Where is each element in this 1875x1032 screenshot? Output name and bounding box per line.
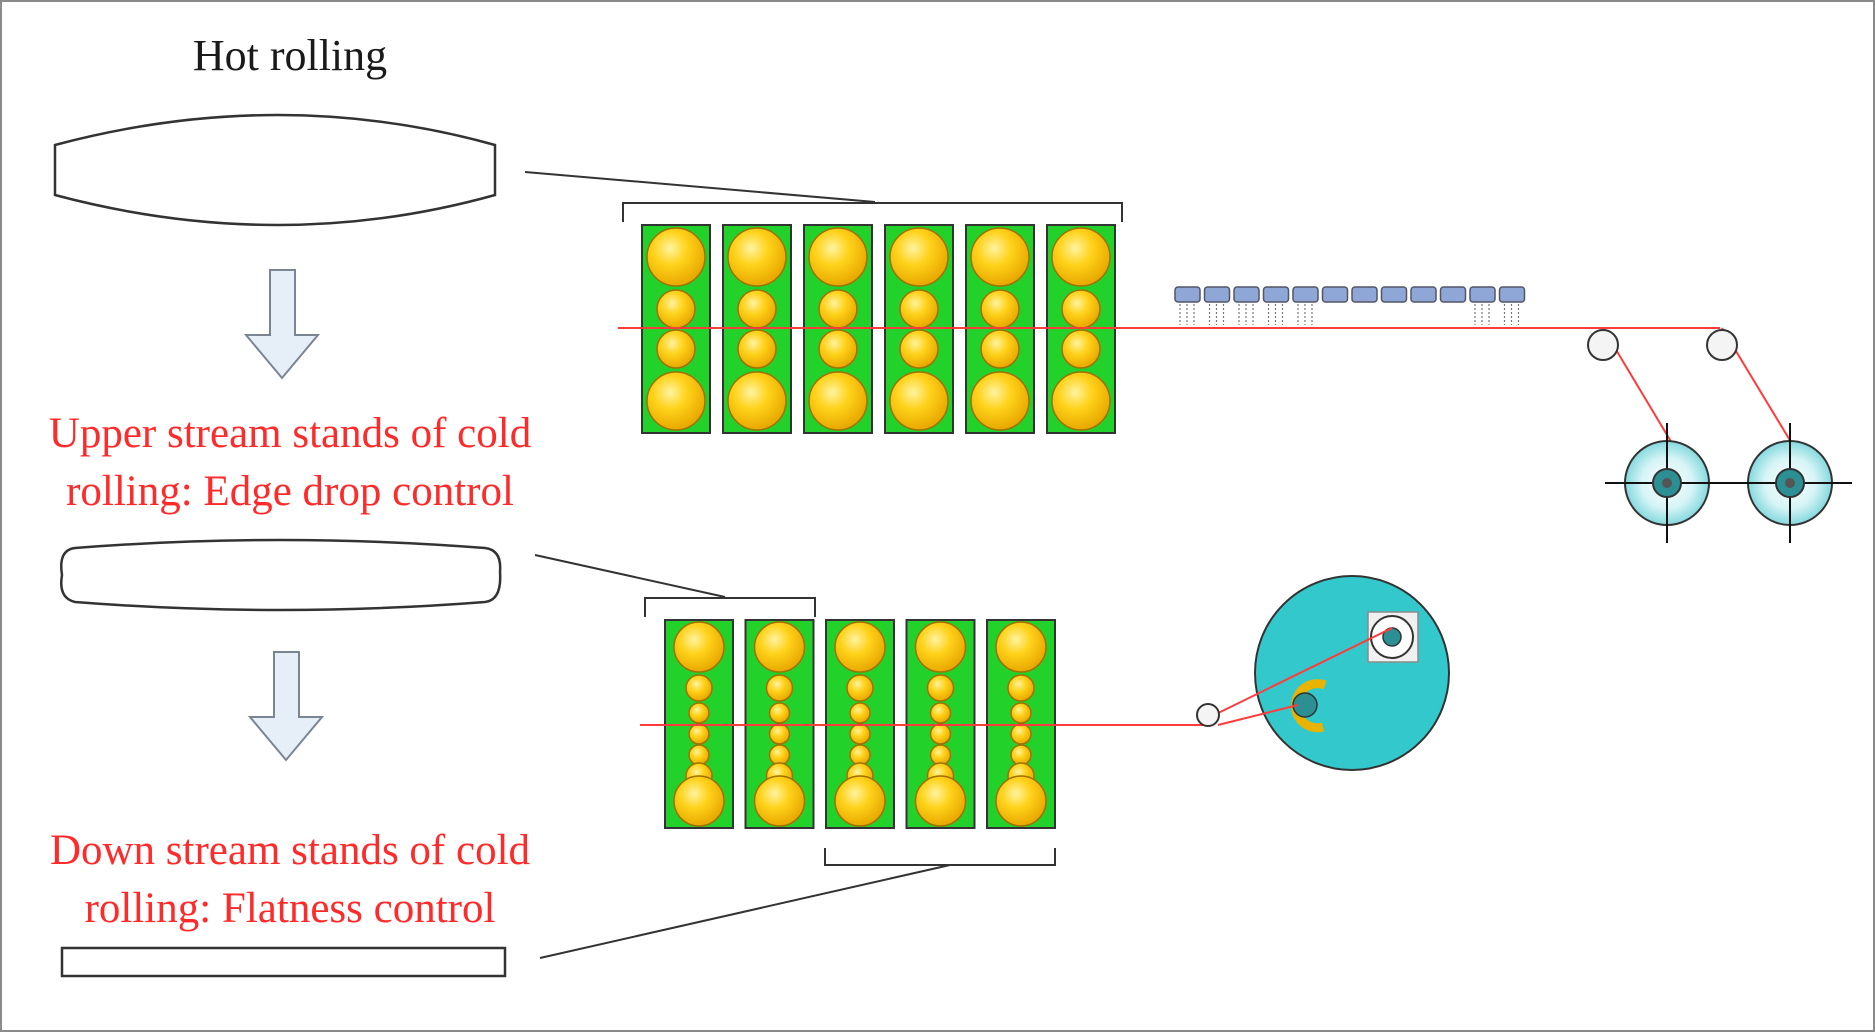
roll xyxy=(849,723,871,745)
hot-rolling-label: Hot rolling xyxy=(150,30,430,81)
coiler-icon xyxy=(1728,423,1852,543)
roll xyxy=(1061,329,1101,369)
cooling-headers xyxy=(1174,286,1526,325)
downstream-label-line2: rolling: Flatness control xyxy=(84,885,496,932)
roll xyxy=(808,371,868,431)
roll xyxy=(688,744,710,766)
roll xyxy=(765,674,794,702)
roll xyxy=(1010,723,1032,745)
down-arrow-icon xyxy=(243,269,321,380)
roll xyxy=(846,674,874,702)
roll xyxy=(1010,702,1032,724)
cooling-header xyxy=(1410,286,1437,303)
cooling-header xyxy=(1233,286,1260,303)
edge-drop-profile xyxy=(60,538,502,612)
upstream-label-line2: rolling: Edge drop control xyxy=(66,468,514,515)
roll xyxy=(929,723,952,745)
roll xyxy=(646,371,706,431)
roll xyxy=(1051,227,1111,287)
upstream-label: Upper stream stands of cold rolling: Edg… xyxy=(0,405,580,521)
roll xyxy=(646,227,706,287)
hot-rolling-profile xyxy=(53,113,497,227)
pulley-icon xyxy=(1706,329,1738,361)
tension-reel xyxy=(1207,575,1450,771)
roll xyxy=(768,723,791,745)
cooling-header xyxy=(1351,286,1378,303)
roll xyxy=(673,621,725,673)
cooling-header xyxy=(1321,286,1349,303)
leader-lines xyxy=(524,171,1123,959)
roll xyxy=(849,702,871,724)
flat-profile xyxy=(60,946,507,978)
roll xyxy=(1010,744,1032,766)
roll xyxy=(753,621,806,673)
roll xyxy=(995,621,1047,673)
down-arrow-icon xyxy=(247,651,325,762)
roll xyxy=(929,702,952,724)
roll xyxy=(727,227,787,287)
roll xyxy=(1007,674,1035,702)
roll xyxy=(808,227,868,287)
cooling-header xyxy=(1262,286,1290,303)
roll xyxy=(768,744,791,766)
pulley-icon xyxy=(1587,329,1619,361)
hot-rolling-text: Hot rolling xyxy=(192,31,388,80)
cooling-header xyxy=(1292,286,1319,303)
roll xyxy=(834,775,886,827)
cooling-header xyxy=(1469,286,1496,303)
cooling-header xyxy=(1380,286,1408,303)
pulley-icon xyxy=(1196,703,1220,727)
roll xyxy=(818,329,858,369)
roll xyxy=(727,371,787,431)
roll xyxy=(899,289,939,329)
cooling-header xyxy=(1203,286,1231,303)
roll xyxy=(970,371,1030,431)
roll xyxy=(673,775,725,827)
roll xyxy=(656,329,696,369)
roll xyxy=(914,621,967,673)
upstream-label-line1: Upper stream stands of cold xyxy=(48,410,532,457)
roll xyxy=(1051,371,1111,431)
roll xyxy=(914,775,967,827)
roll xyxy=(980,289,1020,329)
roll xyxy=(889,371,949,431)
roll xyxy=(688,702,710,724)
roll xyxy=(849,744,871,766)
roll xyxy=(926,674,955,702)
roll xyxy=(818,289,858,329)
roll xyxy=(656,289,696,329)
roll xyxy=(889,227,949,287)
roll xyxy=(768,702,791,724)
downstream-label-line1: Down stream stands of cold xyxy=(49,827,531,874)
roll xyxy=(929,744,952,766)
roll xyxy=(737,289,777,329)
roll xyxy=(753,775,806,827)
roll xyxy=(980,329,1020,369)
cooling-header xyxy=(1439,286,1467,303)
roll xyxy=(995,775,1047,827)
roll xyxy=(834,621,886,673)
roll xyxy=(970,227,1030,287)
downstream-label: Down stream stands of cold rolling: Flat… xyxy=(0,822,580,938)
roll xyxy=(1061,289,1101,329)
roll xyxy=(688,723,710,745)
roll xyxy=(899,329,939,369)
cooling-header xyxy=(1174,286,1201,303)
coiler-icon xyxy=(1605,423,1729,543)
cooling-header xyxy=(1498,286,1526,303)
roll xyxy=(685,674,713,702)
roll xyxy=(737,329,777,369)
